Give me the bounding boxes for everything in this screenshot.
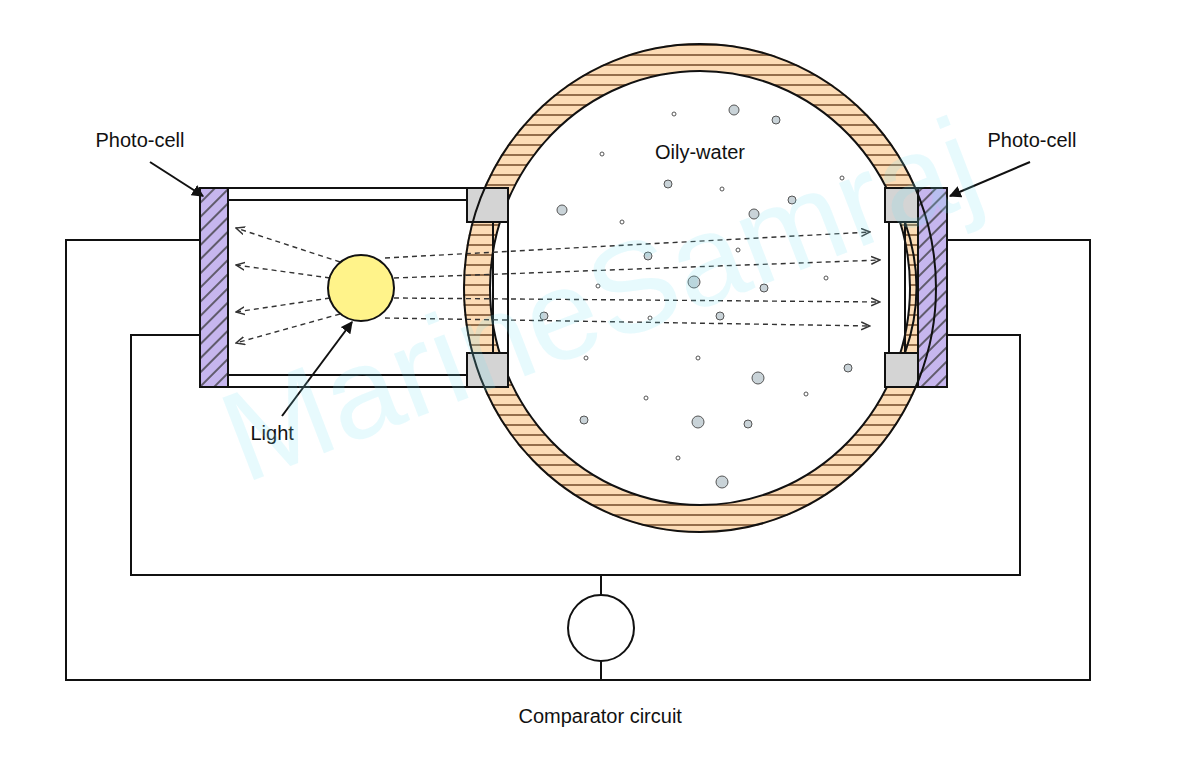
oil-droplet — [557, 205, 567, 215]
oil-droplet — [772, 116, 780, 124]
comparator-symbol — [568, 595, 634, 661]
oil-droplet — [664, 180, 672, 188]
oil-droplet — [804, 392, 808, 396]
oil-droplet — [752, 372, 764, 384]
component-label: Photo-cell — [96, 128, 185, 152]
oil-droplet — [744, 420, 752, 428]
oil-droplet — [716, 476, 728, 488]
oil-droplet — [580, 416, 588, 424]
oil-droplet — [676, 456, 680, 460]
component-label: Photo-cell — [988, 128, 1077, 152]
oil-droplet — [696, 356, 700, 360]
oil-droplet — [844, 364, 852, 372]
chamber-label: Oily-water — [655, 140, 745, 164]
oil-droplet — [729, 105, 739, 115]
oil-droplet — [692, 416, 704, 428]
oil-droplet — [672, 112, 676, 116]
caption-label: Comparator circuit — [519, 704, 682, 728]
oil-droplet — [600, 152, 604, 156]
oil-droplet — [644, 396, 648, 400]
